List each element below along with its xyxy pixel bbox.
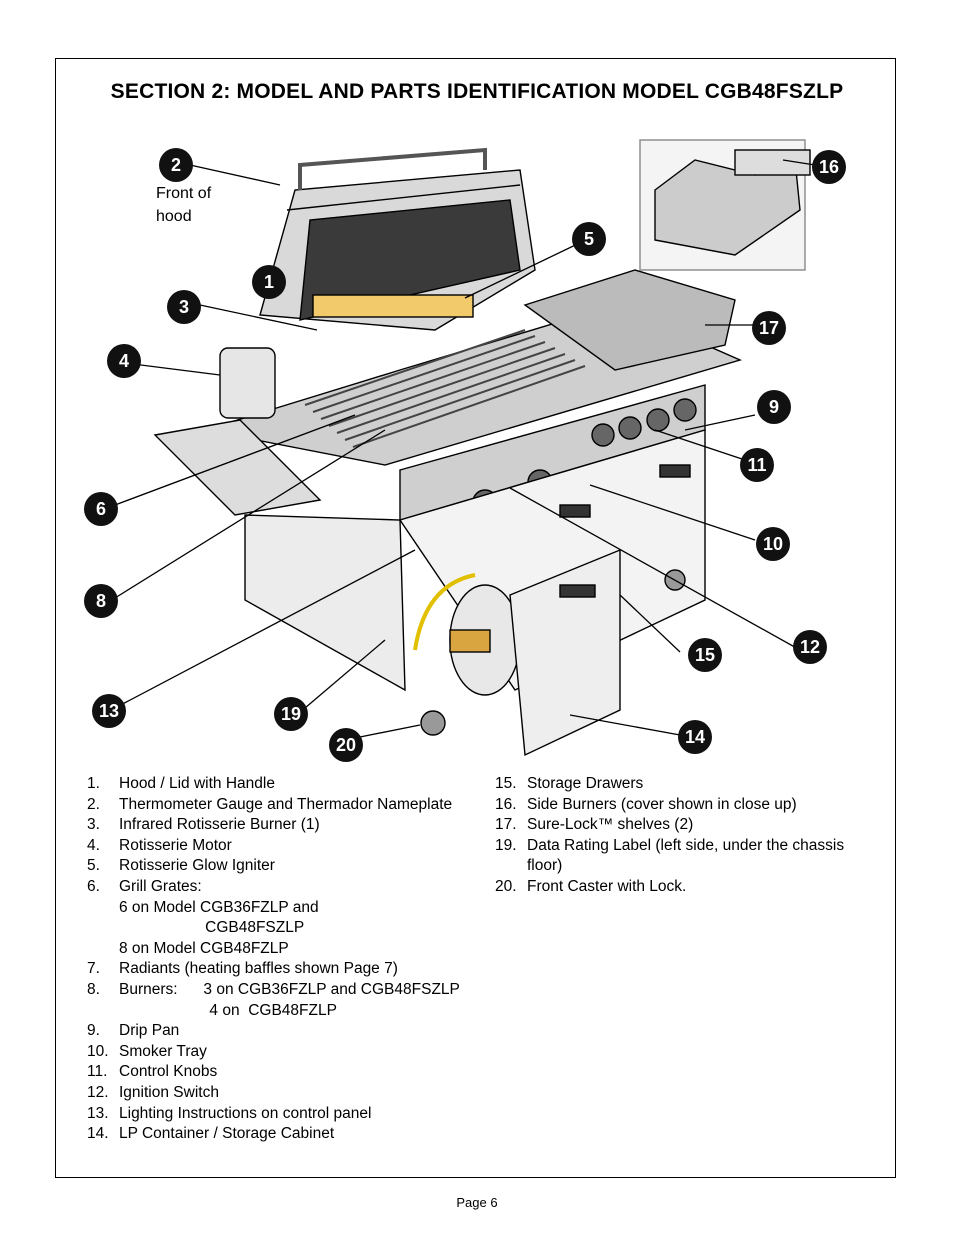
list-item: 12.Ignition Switch [87, 1083, 219, 1101]
rotisserie-motor [219, 347, 276, 419]
storage-cabinet-door [509, 548, 621, 757]
front-of-hood-label: Front of hood [156, 182, 211, 228]
page-number: Page 6 [456, 1195, 498, 1210]
list-item: 14.LP Container / Storage Cabinet [87, 1125, 335, 1143]
list-item: 16.Side Burners (cover shown in close up… [495, 795, 797, 813]
list-item: 15.Storage Drawers [495, 775, 644, 792]
callout-6: 6 [84, 492, 118, 526]
section-title: SECTION 2: MODEL AND PARTS IDENTIFICATIO… [110, 80, 844, 103]
list-item: 20.Front Caster with Lock. [495, 877, 687, 895]
callout-20: 20 [329, 728, 363, 762]
grill-grates [304, 329, 586, 448]
callout-19: 19 [274, 697, 308, 731]
list-item: 3.Infrared Rotisserie Burner (1) [87, 816, 320, 834]
list-item: 13.Lighting Instructions on control pane… [87, 1104, 372, 1122]
side-burner [523, 269, 736, 371]
list-item: 2.Thermometer Gauge and Thermador Namepl… [87, 795, 453, 813]
list-item: 11.Control Knobs [87, 1063, 218, 1081]
cart-body [244, 514, 406, 692]
list-item: 4 on CGB48FZLP [119, 1001, 337, 1019]
list-item: 10.Smoker Tray [87, 1042, 207, 1060]
parts-list-right: 15.Storage Drawers 16.Side Burners (cove… [495, 774, 844, 898]
list-item: 6 on Model CGB36FZLP and [119, 898, 319, 916]
list-item: 1.Hood / Lid with Handle [87, 775, 275, 792]
list-item: 8.Burners: 3 on CGB36FZLP and CGB48FSZLP [87, 980, 460, 998]
page-border [55, 58, 896, 1178]
list-item: CGB48FSZLP [119, 919, 305, 937]
callout-17: 17 [752, 311, 786, 345]
list-item: 17.Sure-Lock™ shelves (2) [495, 816, 694, 834]
front-caster [420, 710, 446, 736]
storage-drawer [559, 504, 591, 518]
callout-11: 11 [740, 448, 774, 482]
callout-2: 2 [159, 148, 193, 182]
callout-leader-lines [114, 159, 816, 739]
callout-3: 3 [167, 290, 201, 324]
list-item: 19.Data Rating Label (left side, under t… [495, 836, 845, 854]
left-shelf [153, 419, 322, 516]
callout-15: 15 [688, 638, 722, 672]
list-item: 6.Grill Grates: [87, 877, 202, 895]
list-item: floor) [527, 857, 563, 875]
parts-list-left: 1.Hood / Lid with Handle 2.Thermometer G… [87, 774, 460, 1145]
list-item: 7.Radiants (heating baffles shown Page 7… [87, 960, 398, 978]
callout-9: 9 [757, 390, 791, 424]
list-item: 4.Rotisserie Motor [87, 836, 232, 854]
callout-8: 8 [84, 584, 118, 618]
callout-10: 10 [756, 527, 790, 561]
hood-handle [298, 147, 487, 190]
callout-1: 1 [252, 265, 286, 299]
list-item: 9.Drip Pan [87, 1022, 180, 1040]
callout-12: 12 [793, 630, 827, 664]
list-item: 8 on Model CGB48FZLP [119, 939, 289, 957]
callout-16: 16 [812, 150, 846, 184]
callout-14: 14 [678, 720, 712, 754]
infrared-burner [312, 294, 474, 318]
callout-4: 4 [107, 344, 141, 378]
front-of-hood-line-1: Front of [156, 185, 212, 202]
list-item: 5.Rotisserie Glow Igniter [87, 857, 275, 875]
callout-13: 13 [92, 694, 126, 728]
grill-illustration [114, 139, 816, 757]
callout-5: 5 [572, 222, 606, 256]
front-of-hood-line-2: hood [156, 208, 192, 225]
